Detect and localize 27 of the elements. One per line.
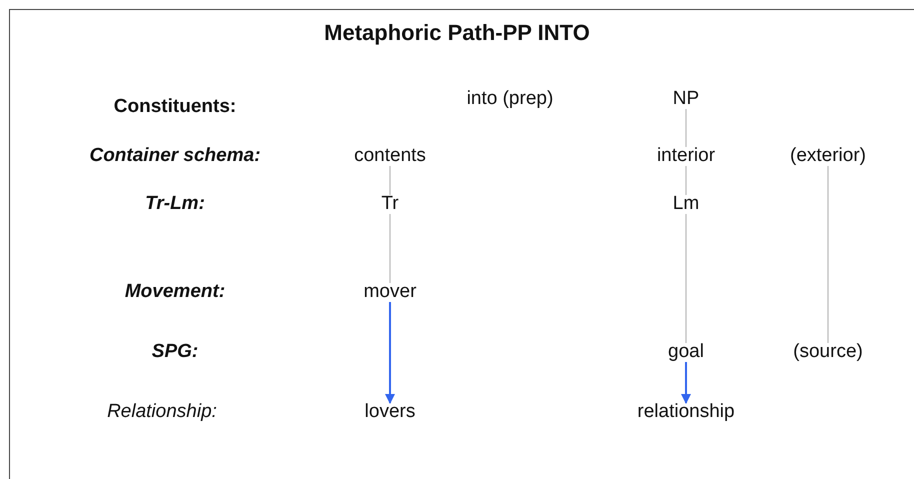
connector-line: [827, 166, 829, 343]
node-label: Lm: [672, 193, 700, 215]
connector-line: [389, 166, 391, 195]
row-heading: SPG:: [152, 341, 198, 363]
node-label: mover: [364, 281, 416, 303]
node-label: relationship: [637, 401, 735, 423]
column-heading: into (prep): [466, 88, 554, 110]
row-heading: Movement:: [124, 281, 226, 303]
connector-line: [685, 166, 687, 195]
row-heading: Container schema:: [89, 145, 261, 167]
connector-line: [685, 109, 687, 147]
connector-line: [685, 214, 687, 343]
row-heading: Tr-Lm:: [145, 193, 205, 215]
arrow: [385, 302, 395, 404]
row-heading: Relationship:: [107, 401, 217, 423]
node-label: Tr: [381, 193, 399, 215]
row-heading: Constituents:: [114, 96, 236, 118]
node-label: interior: [656, 145, 716, 167]
diagram-title: Metaphoric Path-PP INTO: [324, 22, 590, 44]
node-label: (exterior): [790, 145, 866, 167]
node-label: NP: [672, 88, 700, 110]
arrow: [681, 362, 691, 404]
connector-line: [389, 214, 391, 283]
node-label: contents: [354, 145, 426, 167]
node-label: lovers: [364, 401, 416, 423]
node-label: goal: [668, 341, 704, 363]
node-label: (source): [793, 341, 863, 363]
